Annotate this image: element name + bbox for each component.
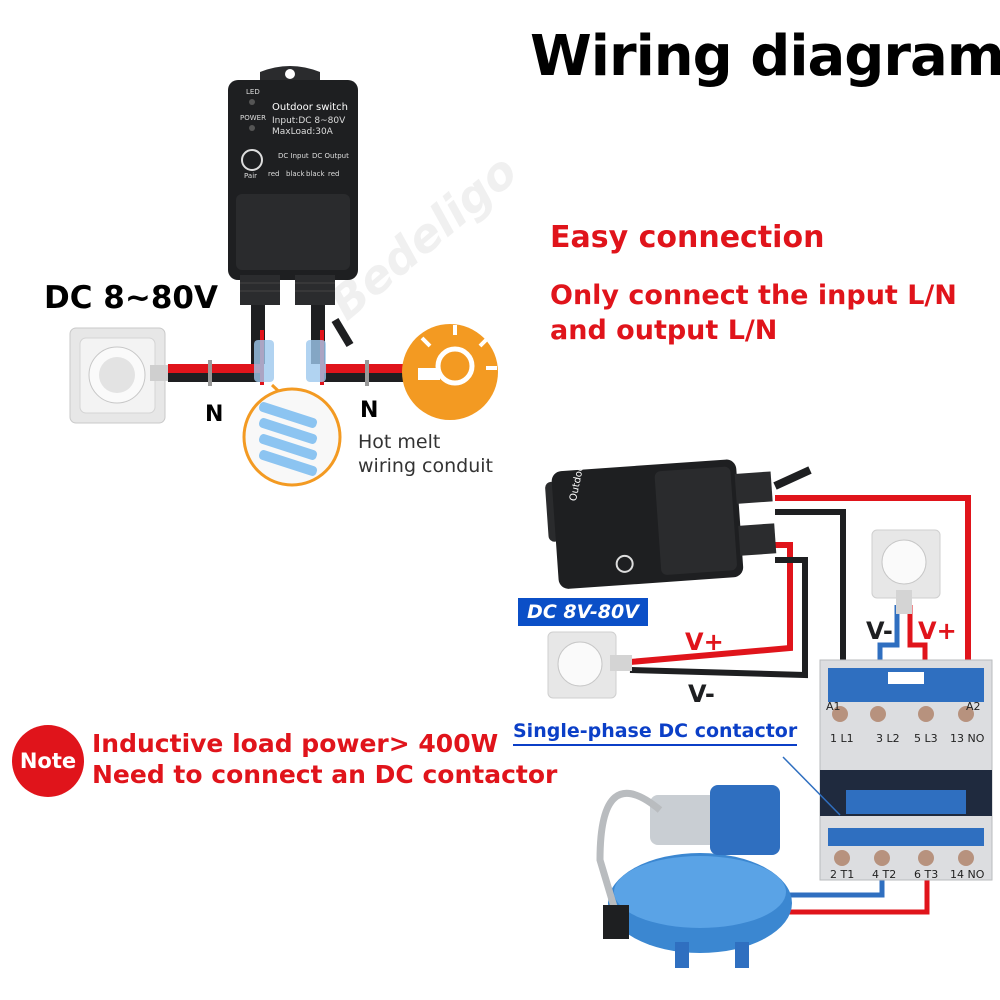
terminal-a1	[832, 706, 848, 722]
instruction-line-1: Only connect the input L/N	[550, 280, 957, 311]
page-title: Wiring diagram	[530, 24, 1000, 89]
contactor-bottom-terminals	[830, 850, 990, 870]
device-pair-label: Pair	[244, 172, 258, 180]
device-led-label: LED	[246, 88, 260, 96]
wire-color-2: black	[286, 170, 305, 178]
terminal-label-t3: 6 T3	[914, 868, 939, 881]
socket-vplus-label: V+	[918, 617, 957, 645]
outdoor-switch-device	[228, 66, 358, 305]
vminus-label: V-	[688, 680, 715, 708]
device-maxload-label: MaxLoad:30A	[272, 127, 333, 137]
terminal-l3	[958, 706, 974, 722]
outdoor-switch-device-2	[545, 459, 777, 589]
terminal-t1	[834, 850, 850, 866]
source-voltage-label: DC 8~80V	[44, 280, 218, 316]
terminal-label-l1: 1 L1	[830, 732, 854, 745]
terminal-label-a1: A1	[826, 700, 841, 713]
terminal-l1	[870, 706, 886, 722]
note-line-2: Need to connect an DC contactor	[92, 760, 558, 789]
water-pump	[596, 785, 792, 968]
terminal-l2	[918, 706, 934, 722]
contactor-label: Single-phase DC contactor	[513, 720, 798, 746]
n-label-right: N	[360, 398, 379, 423]
terminal-t3	[918, 850, 934, 866]
device-input-label: Input:DC 8~80V	[272, 116, 346, 126]
terminal-label-no-top: 13 NO	[950, 732, 985, 745]
conduit-label: Hot melt wiring conduit	[358, 430, 493, 478]
wall-socket-icon-3	[547, 631, 632, 699]
terminal-label-t2: 4 T2	[872, 868, 897, 881]
light-bulb-icon	[402, 324, 498, 420]
vplus-label: V+	[685, 628, 724, 656]
device-in-label: DC Input	[278, 152, 309, 160]
conduit-zoom-bubble	[242, 383, 342, 487]
dc-contactor	[782, 659, 993, 881]
terminal-label-a2: A2	[966, 700, 981, 713]
terminal-label-l2: 3 L2	[876, 732, 900, 745]
contactor-top-terminals	[830, 706, 990, 726]
terminal-label-no-bottom: 14 NO	[950, 868, 985, 881]
wire-color-3: black	[306, 170, 325, 178]
wire-color-1: red	[268, 170, 280, 178]
note-line-1: Inductive load power> 400W	[92, 729, 499, 758]
input-cable	[168, 360, 263, 386]
terminal-t2	[874, 850, 890, 866]
note-text: Inductive load power> 400W Need to conne…	[92, 728, 557, 790]
device-name-label: Outdoor switch	[272, 102, 348, 113]
note-badge: Note	[12, 725, 84, 797]
device-out-label: DC Output	[312, 152, 349, 160]
wire-color-4: red	[328, 170, 340, 178]
terminal-label-l3: 5 L3	[914, 732, 938, 745]
wall-socket-icon-2	[871, 529, 941, 614]
device-power-label: POWER	[240, 114, 266, 122]
instruction-text: Only connect the input L/N and output L/…	[550, 278, 957, 348]
instruction-line-2: and output L/N	[550, 315, 778, 346]
terminal-label-t1: 2 T1	[830, 868, 855, 881]
supply-badge: DC 8V-80V	[518, 598, 648, 626]
wall-socket-icon	[69, 327, 168, 424]
conduit-label-line-1: Hot melt	[358, 431, 441, 453]
output-cable	[322, 360, 407, 386]
n-label-left: N	[205, 402, 224, 427]
socket-vminus-label: V-	[866, 617, 893, 645]
headline: Easy connection	[550, 220, 825, 255]
conduit-label-line-2: wiring conduit	[358, 455, 493, 477]
terminal-no	[958, 850, 974, 866]
